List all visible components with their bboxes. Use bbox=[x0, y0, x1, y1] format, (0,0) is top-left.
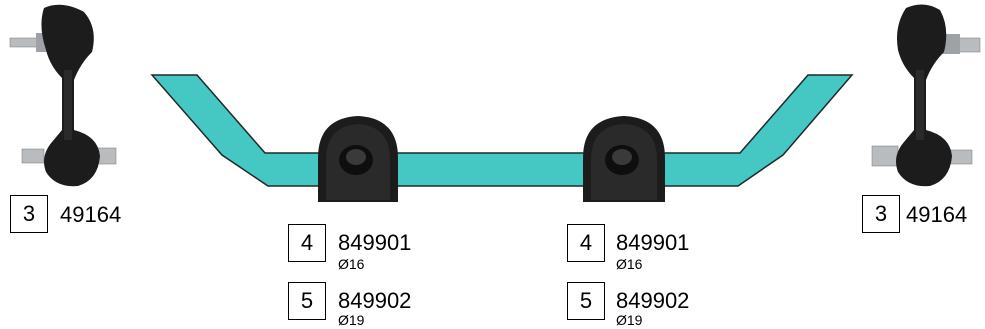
part-number-link-right: 49164 bbox=[906, 202, 968, 227]
part-number-bushing-right-b: 849902 bbox=[616, 288, 690, 313]
position-box-bushing-left-a: 4 bbox=[288, 224, 326, 262]
part-number-bushing-right-a: 849901 bbox=[616, 230, 690, 255]
position-number: 3 bbox=[874, 201, 888, 226]
position-number: 4 bbox=[579, 230, 593, 255]
diameter-bushing-right-a: Ø16 bbox=[616, 256, 643, 272]
position-box-bushing-right-b: 5 bbox=[567, 282, 605, 320]
stabilizer-bar bbox=[150, 74, 854, 187]
position-box-bushing-right-a: 4 bbox=[567, 224, 605, 262]
stabilizer-link-left bbox=[9, 4, 117, 187]
position-number: 5 bbox=[300, 288, 314, 313]
stabilizer-link-right bbox=[871, 4, 981, 187]
position-box-link-left: 3 bbox=[10, 195, 48, 233]
diameter-bushing-right-b: Ø19 bbox=[616, 312, 643, 328]
part-number-link-left: 49164 bbox=[60, 202, 122, 227]
diameter-bushing-left-b: Ø19 bbox=[338, 312, 365, 328]
bushing-left bbox=[318, 116, 398, 202]
diameter-bushing-left-a: Ø16 bbox=[338, 256, 365, 272]
position-box-link-right: 3 bbox=[862, 195, 900, 233]
position-number: 3 bbox=[22, 201, 36, 226]
part-number-bushing-left-a: 849901 bbox=[338, 230, 412, 255]
position-number: 5 bbox=[579, 288, 593, 313]
position-box-bushing-left-b: 5 bbox=[288, 282, 326, 320]
part-number-bushing-left-b: 849902 bbox=[338, 288, 412, 313]
bushing-right bbox=[583, 116, 665, 202]
position-number: 4 bbox=[300, 230, 314, 255]
